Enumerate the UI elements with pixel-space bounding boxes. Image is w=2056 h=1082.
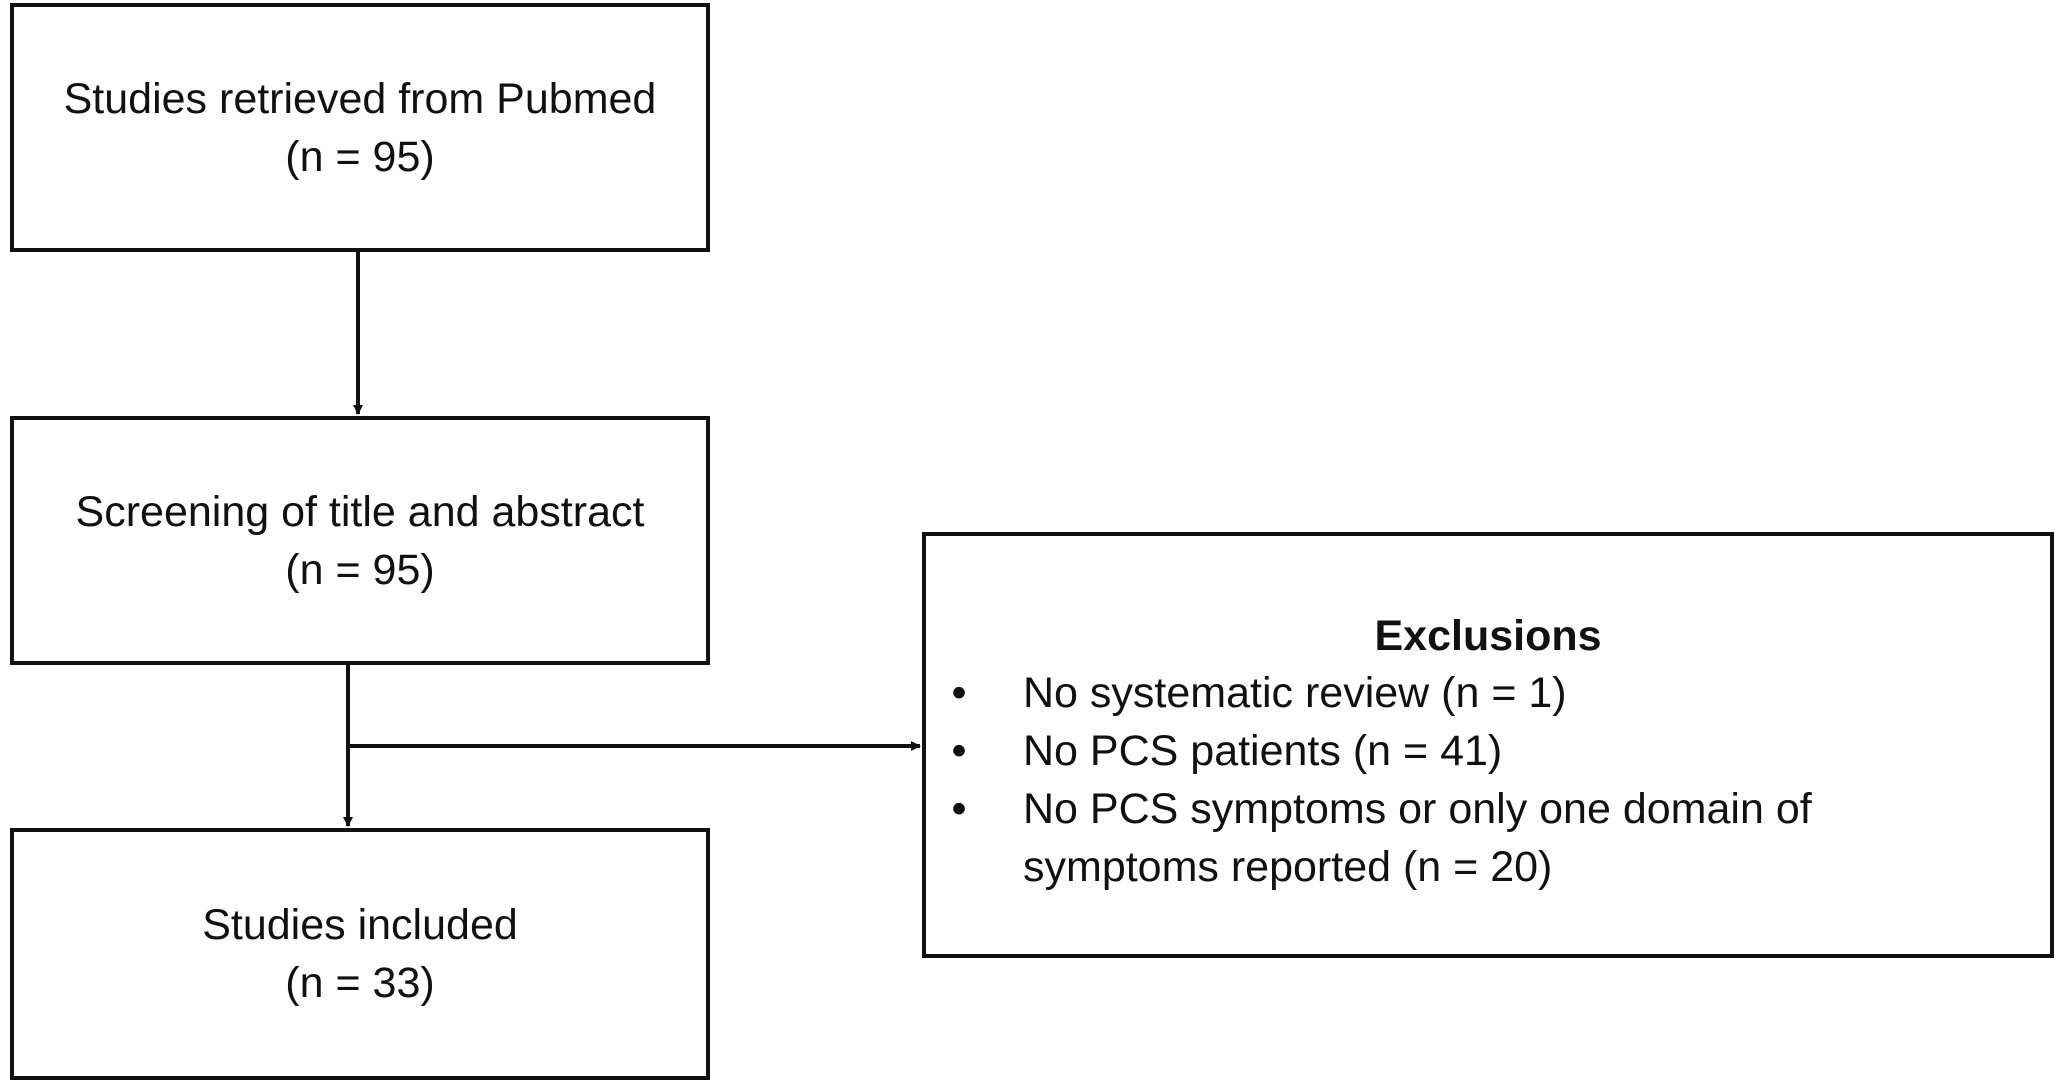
screening-count: (n = 95): [285, 545, 435, 594]
bullet-icon: •: [951, 669, 967, 717]
screening-label: Screening of title and abstract: [75, 487, 645, 536]
studies-included-count: (n = 33): [285, 959, 435, 1007]
exclusion-item: • No PCS symptoms or only one domain of …: [944, 780, 2030, 896]
exclusion-text: No PCS patients (n = 41): [1023, 727, 1503, 775]
exclusion-text: No PCS symptoms or only one domain of: [1023, 785, 1812, 833]
exclusion-item: • No systematic review (n = 1): [944, 664, 2030, 722]
studies-included-label: Studies included: [202, 901, 518, 949]
studies-retrieved-count: (n = 95): [285, 132, 435, 181]
studies-included-box: Studies included (n = 33): [10, 828, 710, 1080]
bullet-icon: •: [951, 785, 967, 833]
exclusion-item: • No PCS patients (n = 41): [944, 722, 2030, 780]
exclusion-text: No systematic review (n = 1): [1023, 669, 1567, 717]
exclusions-box: Exclusions • No systematic review (n = 1…: [922, 532, 2054, 958]
exclusions-title: Exclusions: [1374, 612, 1602, 660]
studies-retrieved-box: Studies retrieved from Pubmed (n = 95): [10, 3, 710, 252]
studies-retrieved-label: Studies retrieved from Pubmed: [63, 74, 657, 123]
screening-box: Screening of title and abstract (n = 95): [10, 416, 710, 665]
exclusions-list: • No systematic review (n = 1) • No PCS …: [944, 664, 2030, 896]
exclusion-text-continued: symptoms reported (n = 20): [1023, 843, 1553, 891]
bullet-icon: •: [951, 727, 967, 775]
